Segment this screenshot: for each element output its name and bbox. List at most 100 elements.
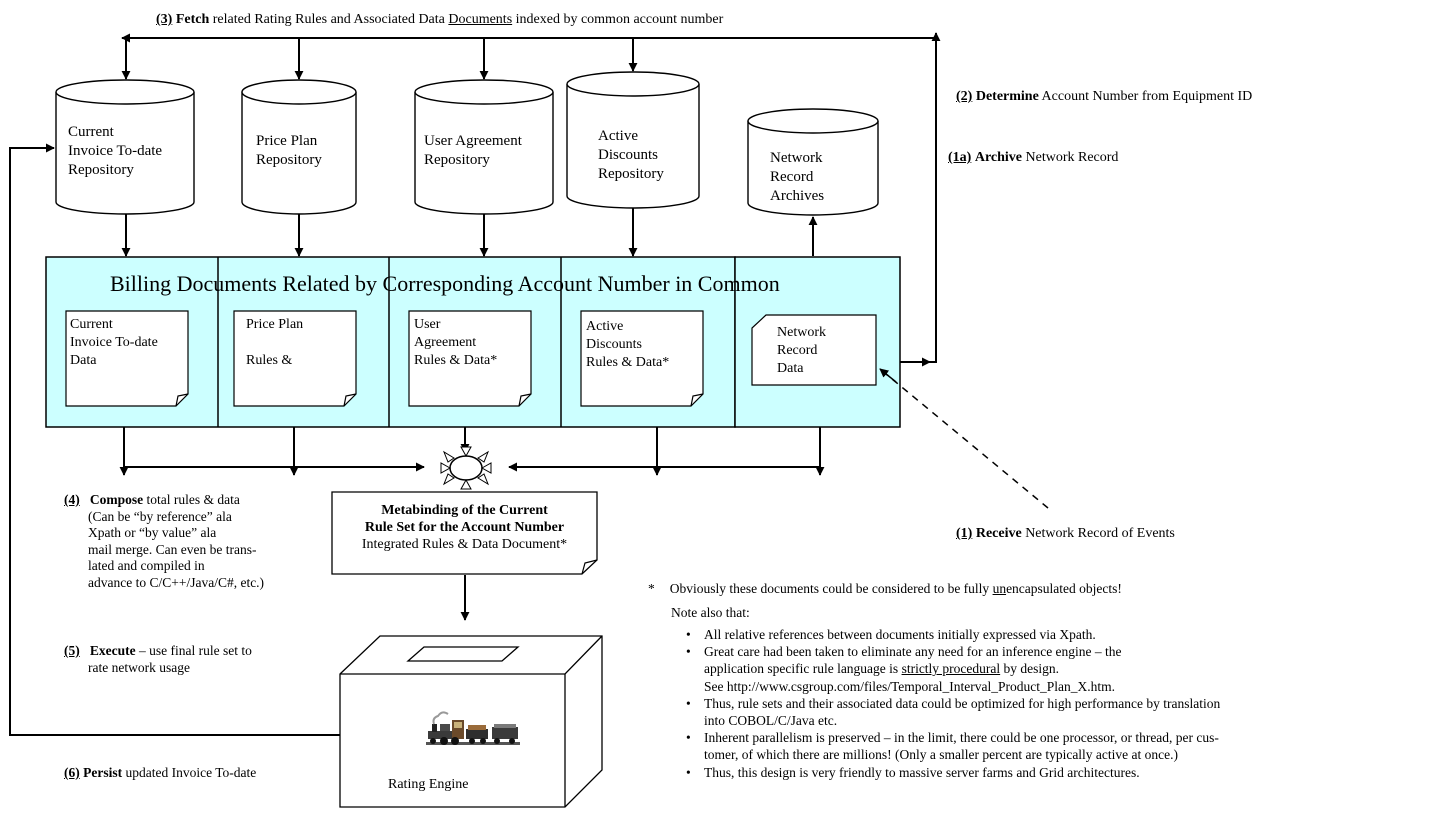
persist-path — [9, 143, 340, 736]
fetch-step-verb: Fetch — [175, 12, 210, 27]
execute-step-label: (5) Execute – use final rule set to rate… — [64, 643, 324, 676]
document-line: Network — [777, 325, 826, 340]
repo-to-doc-arrows — [121, 208, 818, 257]
footnote: * Obviously these documents could be cons… — [648, 580, 1122, 597]
note-item: Thus, this design is very friendly to ma… — [680, 764, 1440, 781]
notes-list: All relative references between document… — [680, 626, 1440, 781]
persist-step-number: (6) — [64, 765, 80, 780]
repository-cylinders — [55, 71, 879, 216]
repository-line: Record — [770, 169, 814, 185]
compose-step-line: (Can be “by reference” ala — [88, 508, 232, 524]
compose-node — [440, 446, 492, 490]
note-line: Thus, rule sets and their associated dat… — [704, 695, 1221, 711]
repository-line: Repository — [424, 152, 490, 168]
persist-step-label: (6) Persist updated Invoice To-date — [64, 765, 256, 782]
repository-network-archives: Network Record Archives — [770, 149, 824, 206]
fetch-step-text-underlined: Documents — [448, 12, 513, 27]
determine-path — [900, 32, 941, 367]
document-line: Data — [70, 353, 97, 368]
document-line: Rules & Data* — [586, 355, 670, 370]
note-item: Great care had been taken to eliminate a… — [680, 643, 1440, 695]
metabinding-document — [331, 491, 598, 575]
archive-step-verb: Archive — [974, 150, 1023, 165]
rating-engine-box — [339, 635, 603, 808]
receive-step-label: (1) Receive Network Record of Events — [956, 525, 1175, 542]
fetch-arrows — [121, 33, 936, 80]
document-network-record: Network Record Data — [777, 324, 826, 378]
repository-line: Repository — [598, 166, 664, 182]
repository-line: Repository — [256, 152, 322, 168]
note-item: Inherent parallelism is preserved – in t… — [680, 729, 1440, 763]
document-user-agreement: User Agreement Rules & Data* — [414, 316, 497, 370]
document-line: Active — [586, 319, 624, 334]
document-line: Rules & — [246, 353, 293, 368]
repository-line: Active — [598, 128, 638, 144]
document-current-invoice: Current Invoice To-date Data — [70, 316, 158, 370]
repository-line: Network — [770, 150, 823, 166]
repository-user-agreement: User Agreement Repository — [424, 132, 522, 170]
repository-line: Invoice To-date — [68, 143, 163, 159]
repository-line: User Agreement — [424, 133, 522, 149]
note-line: tomer, of which there are millions! (Onl… — [704, 747, 1179, 763]
receive-step-text: Network Record of Events — [1021, 526, 1175, 541]
repository-line: Repository — [68, 162, 134, 178]
execute-step-line: rate network usage — [88, 659, 190, 675]
archive-step-text: Network Record — [1022, 150, 1119, 165]
document-line: Invoice To-date — [70, 335, 158, 350]
note-line: application specific rule language is — [704, 661, 902, 677]
document-line: Record — [777, 343, 818, 358]
repository-current-invoice: Current Invoice To-date Repository — [68, 123, 162, 180]
repository-active-discounts: Active Discounts Repository — [598, 127, 664, 184]
persist-step-verb: Persist — [83, 765, 123, 780]
document-line: Discounts — [586, 337, 642, 352]
note-line: See http://www.csgroup.com/files/Tempora… — [704, 678, 1115, 694]
compose-step-number: (4) — [64, 492, 80, 507]
compose-step-line: advance to C/C++/Java/C#, etc.) — [88, 574, 265, 590]
repository-line: Archives — [770, 188, 825, 204]
determine-step-text: Account Number from Equipment ID — [1038, 89, 1253, 104]
billing-panel-title: Billing Documents Related by Correspondi… — [110, 271, 780, 296]
receive-step-number: (1) — [956, 526, 973, 541]
note-item: All relative references between document… — [680, 626, 1440, 643]
document-line: Price Plan — [246, 317, 304, 332]
notes-intro: Note also that: — [671, 605, 750, 620]
metabinding-label: Metabinding of the Current Rule Set for … — [332, 502, 597, 553]
fetch-step-text-b: indexed by common account number — [512, 12, 724, 27]
note-line: Thus, this design is very friendly to ma… — [704, 764, 1140, 780]
footnote-text-a: Obviously these documents could be consi… — [669, 581, 993, 596]
archive-step-label: (1a) Archive Network Record — [948, 149, 1118, 166]
compose-step-line: mail merge. Can even be trans- — [88, 541, 257, 557]
metabinding-title-line-2: Rule Set for the Account Number — [364, 520, 565, 535]
document-shapes — [65, 310, 877, 407]
footnote-marker: * — [648, 581, 655, 596]
compose-step-label: (4) Compose total rules & data (Can be “… — [64, 492, 314, 591]
compose-arrows — [119, 427, 825, 476]
document-line: Agreement — [414, 335, 477, 350]
compose-step-line: lated and compiled in — [88, 558, 205, 573]
compose-step-verb: Compose — [89, 492, 144, 507]
repository-price-plan: Price Plan Repository — [256, 132, 322, 170]
receive-arrow — [879, 368, 1049, 509]
determine-step-number: (2) — [956, 89, 973, 104]
note-line: by design. — [1000, 661, 1060, 677]
document-line — [246, 334, 303, 352]
receive-step-verb: Receive — [975, 526, 1022, 541]
note-item: Thus, rule sets and their associated dat… — [680, 695, 1440, 729]
document-line: Rules & Data* — [414, 353, 498, 368]
archive-step-number: (1a) — [948, 150, 972, 165]
determine-step-verb: Determine — [975, 89, 1039, 104]
fetch-step-label: (3) Fetch related Rating Rules and Assoc… — [156, 11, 723, 28]
repository-line: Price Plan — [256, 133, 318, 149]
document-line: Data — [777, 361, 804, 376]
footnote-text-b: encapsulated objects! — [1006, 581, 1122, 596]
persist-step-text: updated Invoice To-date — [122, 765, 257, 780]
compose-step-line: total rules & data — [143, 492, 240, 507]
note-line: All relative references between document… — [704, 627, 1096, 642]
note-line-underlined: strictly procedural — [901, 661, 1001, 677]
footnote-text-underlined: un — [992, 581, 1007, 596]
fetch-step-text-a: related Rating Rules and Associated Data — [209, 12, 449, 27]
train-icon — [426, 711, 520, 745]
execute-step-number: (5) — [64, 643, 80, 658]
compose-step-line: Xpath or “by value” ala — [88, 525, 217, 540]
determine-step-label: (2) Determine Account Number from Equipm… — [956, 88, 1252, 105]
